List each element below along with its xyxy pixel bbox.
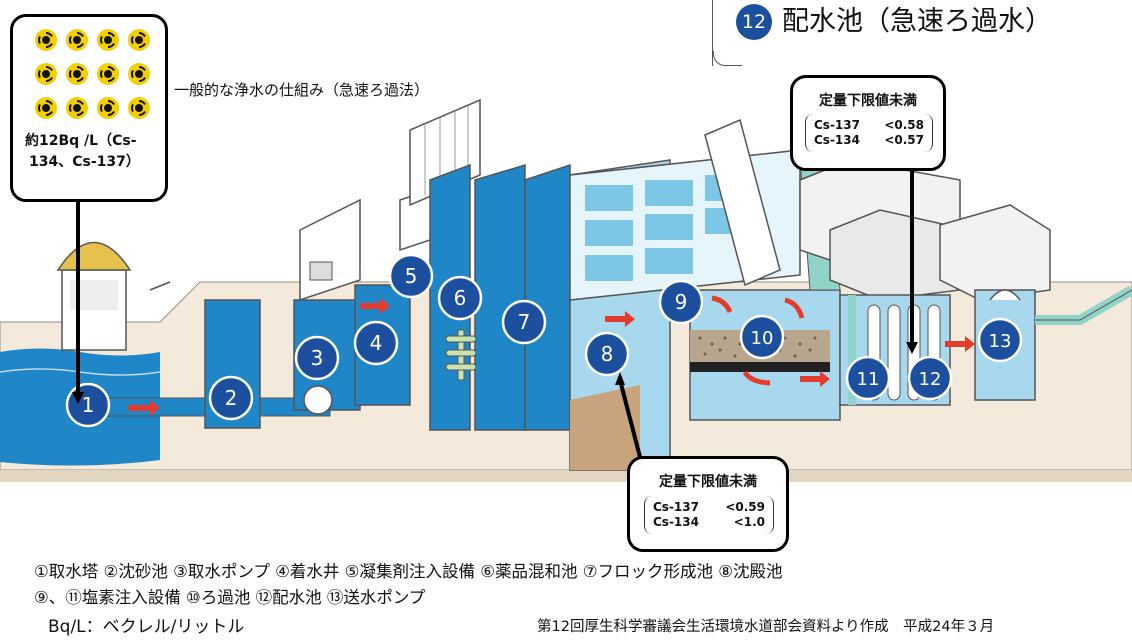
station-badge-1: 1 bbox=[65, 382, 111, 428]
station-badge-7: 7 bbox=[501, 299, 547, 345]
station-number: 9 bbox=[675, 290, 688, 314]
radiation-icon bbox=[66, 63, 88, 85]
radiation-icon bbox=[97, 97, 119, 119]
distribution-value-1: <0.58 bbox=[884, 118, 924, 132]
distribution-callout: 定量下限値未満 Cs-137 <0.58 Cs-134 <0.57 bbox=[790, 75, 946, 171]
station-number: 10 bbox=[751, 328, 774, 349]
intake-callout: 約12Bq /L（Cs- 134、Cs-137） bbox=[10, 14, 168, 202]
station-badge-11: 11 bbox=[845, 355, 891, 401]
diagram-caption: 一般的な浄水の仕組み（急速ろ過法） bbox=[174, 81, 430, 99]
distribution-isotope-1: Cs-137 bbox=[814, 118, 860, 132]
station-number: 11 bbox=[857, 369, 880, 390]
radiation-icon bbox=[97, 63, 119, 85]
sedimentation-heading: 定量下限値未満 bbox=[659, 474, 757, 490]
source-note: 第12回厚生科学審議会生活環境水道部会資料より作成 平成24年３月 bbox=[537, 619, 995, 635]
station-number: 6 bbox=[454, 286, 467, 310]
title-frame bbox=[712, 0, 1132, 66]
radiation-icon bbox=[66, 29, 88, 51]
intake-value-line2: 134、Cs-137） bbox=[29, 154, 140, 170]
legend-unit-note: Bq/L：ベクレル/リットル bbox=[48, 617, 245, 637]
station-number: 1 bbox=[82, 393, 95, 417]
station-badge-9: 9 bbox=[658, 279, 704, 325]
title-number-badge: 12 bbox=[736, 4, 772, 40]
station-number: 8 bbox=[601, 342, 614, 366]
sedimentation-value-1: <0.59 bbox=[725, 500, 765, 514]
station-number: 7 bbox=[518, 310, 531, 334]
station-number: 3 bbox=[311, 346, 324, 370]
radiation-icon bbox=[128, 97, 150, 119]
station-badge-3: 3 bbox=[294, 335, 340, 381]
sedimentation-isotope-2: Cs-134 bbox=[653, 515, 699, 529]
radiation-icon bbox=[66, 97, 88, 119]
station-number: 4 bbox=[370, 331, 383, 355]
station-number: 13 bbox=[989, 331, 1012, 352]
sedimentation-callout: 定量下限値未満 Cs-137 <0.59 Cs-134 <1.0 bbox=[627, 456, 789, 552]
distribution-value-2: <0.57 bbox=[884, 133, 924, 147]
distribution-isotope-2: Cs-134 bbox=[814, 133, 860, 147]
distribution-heading: 定量下限値未満 bbox=[819, 93, 917, 109]
station-badge-6: 6 bbox=[437, 275, 483, 321]
station-number: 2 bbox=[225, 386, 238, 410]
station-badge-5: 5 bbox=[388, 253, 434, 299]
station-badge-12: 12 bbox=[907, 355, 953, 401]
radiation-icon bbox=[128, 29, 150, 51]
station-badge-13: 13 bbox=[977, 317, 1023, 363]
radiation-icon bbox=[35, 29, 57, 51]
sedimentation-value-2: <1.0 bbox=[733, 515, 765, 529]
station-badge-4: 4 bbox=[353, 320, 399, 366]
sedimentation-isotope-1: Cs-137 bbox=[653, 500, 699, 514]
radiation-icon bbox=[128, 63, 150, 85]
station-number: 5 bbox=[405, 264, 418, 288]
station-badge-8: 8 bbox=[584, 331, 630, 377]
radiation-icon bbox=[35, 63, 57, 85]
station-number: 12 bbox=[919, 369, 942, 390]
intake-value-line1: 約12Bq /L（Cs- bbox=[25, 133, 137, 149]
legend-line-2: ⑨、⑪塩素注入設備 ⑩ろ過池 ⑫配水池 ⑬送水ポンプ bbox=[34, 588, 426, 607]
station-badge-2: 2 bbox=[208, 375, 254, 421]
radiation-icon bbox=[97, 29, 119, 51]
radiation-icons bbox=[35, 29, 165, 131]
legend-line-1: ①取水塔 ②沈砂池 ③取水ポンプ ④着水井 ⑤凝集剤注入設備 ⑥薬品混和池 ⑦フ… bbox=[34, 562, 783, 581]
radiation-icon bbox=[35, 97, 57, 119]
station-badge-10: 10 bbox=[739, 314, 785, 360]
page-title: 配水池（急速ろ過水） bbox=[782, 6, 1052, 37]
